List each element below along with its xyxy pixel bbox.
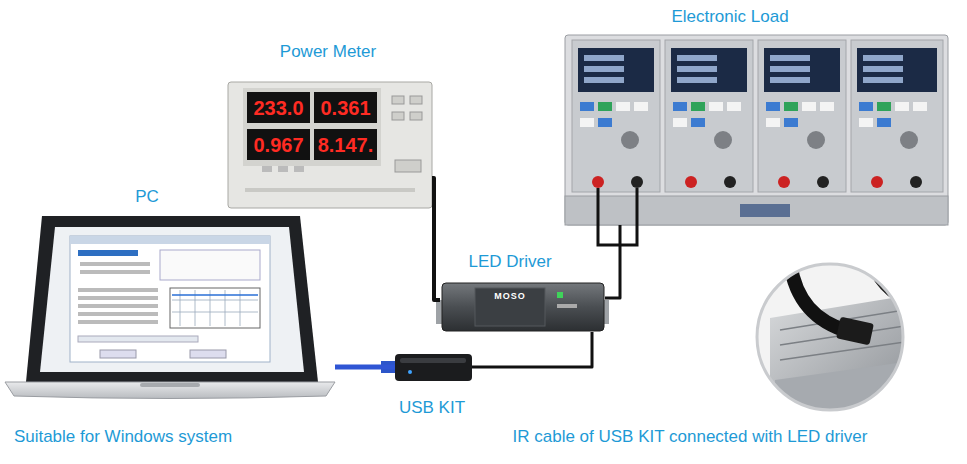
cable-connector bbox=[605, 225, 620, 298]
node-label: USB KIT bbox=[399, 397, 465, 419]
node-label: Power Meter bbox=[280, 41, 376, 63]
pc: PC bbox=[25, 215, 335, 398]
meter-reading: 0.967 bbox=[253, 133, 303, 157]
meter-reading: 0.361 bbox=[320, 96, 370, 120]
cable-connector bbox=[335, 365, 395, 370]
power-meter-picture bbox=[228, 82, 432, 208]
led-driver-picture bbox=[436, 283, 609, 331]
brand-logo: MOSO bbox=[494, 291, 526, 302]
meter-reading: 8.147. bbox=[318, 133, 374, 157]
inset-photo: IR cable of USB KIT connected with LED d… bbox=[757, 264, 903, 410]
laptop-picture bbox=[5, 216, 335, 399]
cable-connector bbox=[472, 332, 592, 367]
led-driver: LED Driver bbox=[440, 283, 605, 332]
node-label: Electronic Load bbox=[671, 6, 788, 28]
meter-reading: 233.0 bbox=[253, 96, 303, 120]
node-label: LED Driver bbox=[468, 251, 551, 273]
node-label: PC bbox=[135, 186, 159, 208]
system-note: Suitable for Windows system bbox=[14, 426, 232, 448]
inset-photo bbox=[755, 262, 910, 412]
electronic-load-picture bbox=[565, 35, 948, 245]
cable-connector bbox=[432, 178, 440, 300]
usb-kit: USB KIT bbox=[395, 354, 472, 381]
node-label: IR cable of USB KIT connected with LED d… bbox=[513, 426, 868, 448]
electronic-load: Electronic Load bbox=[565, 35, 948, 225]
